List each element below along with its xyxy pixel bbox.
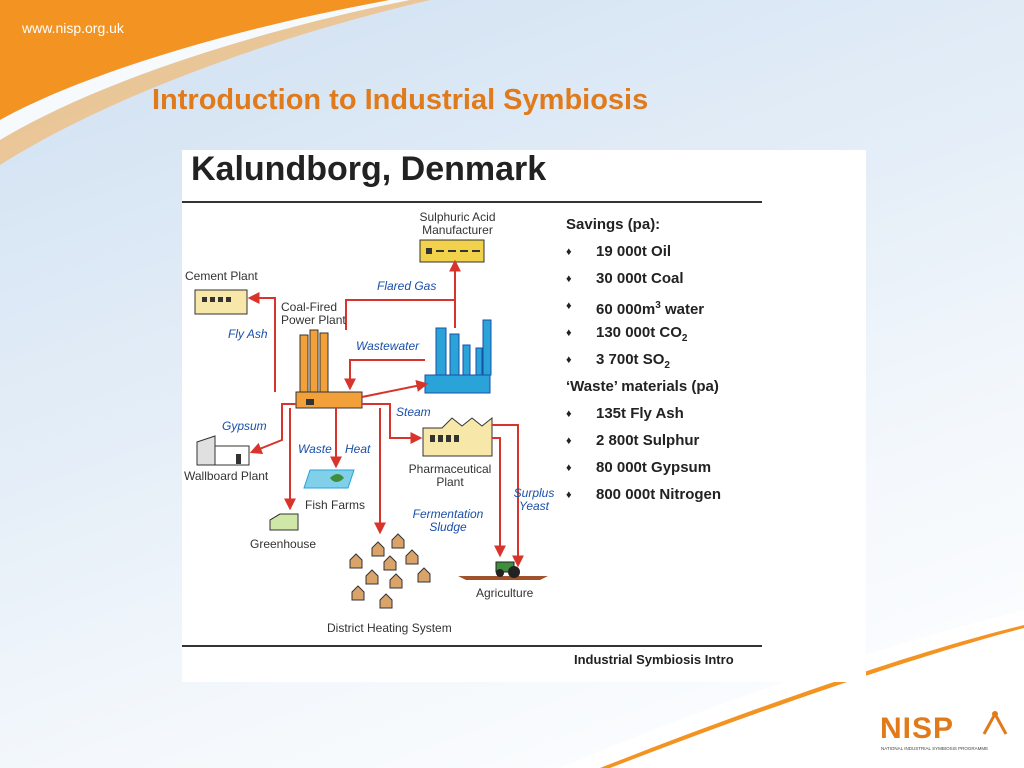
nisp-logo: NISP — [880, 712, 955, 745]
top-left-orange-swoosh — [0, 0, 390, 120]
bullet-icon: ♦ — [566, 273, 572, 285]
arrow-flared-gas-line — [345, 299, 455, 330]
label-cement-plant: Cement Plant — [185, 269, 258, 283]
bullet-icon: ♦ — [566, 246, 572, 258]
flow-gypsum: Gypsum — [222, 419, 267, 433]
arrow-gypsum — [249, 403, 296, 455]
savings-item: ♦130 000t CO2 — [566, 324, 688, 344]
savings-item: ♦60 000m3 water — [566, 296, 766, 323]
bullet-icon: ♦ — [566, 462, 572, 474]
flow-flared-gas: Flared Gas — [377, 279, 437, 293]
waste-item: ♦2 800t Sulphur — [566, 432, 700, 449]
bullet-icon: ♦ — [566, 300, 572, 312]
bullet-icon: ♦ — [566, 435, 572, 447]
bullet-icon: ♦ — [566, 327, 572, 339]
sulphuric-acid-icon — [419, 239, 485, 263]
savings-item: ♦30 000t Coal — [566, 270, 684, 287]
bottom-right-white-band — [560, 610, 1024, 768]
arrow-fly-ash — [247, 292, 276, 392]
title-rule — [182, 201, 762, 203]
savings-heading: Savings (pa): — [566, 216, 661, 233]
savings-item: ♦19 000t Oil — [566, 243, 672, 260]
flow-heat: Heat — [345, 442, 371, 456]
arrow-wastewater — [344, 359, 425, 391]
site-url[interactable]: www.nisp.org.uk — [22, 20, 124, 36]
agriculture-icon — [458, 561, 548, 580]
label-district-heating: District Heating System — [327, 621, 452, 635]
label-wallboard-plant: Wallboard Plant — [184, 469, 269, 483]
fish-farms-icon — [303, 469, 355, 489]
diagram-title: Kalundborg, Denmark — [191, 150, 547, 188]
district-heating-houses — [349, 533, 431, 609]
pharmaceutical-plant-icon — [422, 416, 493, 457]
waste-materials-heading: ‘Waste’ materials (pa) — [566, 378, 719, 395]
greenhouse-icon — [269, 513, 299, 531]
arrow-surplus-yeast — [492, 424, 524, 568]
footer-rule — [182, 645, 762, 647]
bullet-icon: ♦ — [566, 489, 572, 501]
wallboard-plant-icon — [196, 435, 250, 466]
footer-note: Industrial Symbiosis Intro — [574, 652, 734, 667]
arrow-steam — [362, 403, 423, 444]
label-agriculture: Agriculture — [476, 586, 534, 600]
savings-column: Savings (pa): ♦19 000t Oil ♦30 000t Coal… — [566, 215, 766, 512]
flow-steam: Steam — [396, 405, 431, 419]
arrow-power-to-refinery — [361, 380, 429, 398]
waste-item: ♦135t Fly Ash — [566, 405, 684, 422]
label-greenhouse: Greenhouse — [250, 537, 317, 551]
power-plant-icon — [295, 329, 363, 409]
flow-waste: Waste — [298, 442, 332, 456]
bullet-icon: ♦ — [566, 354, 572, 366]
refinery-icon — [424, 319, 492, 394]
diagram-panel — [182, 150, 866, 682]
arrow-fermentation-sludge — [492, 437, 506, 558]
waste-item: ♦800 000t Nitrogen — [566, 486, 722, 503]
slide-title: Introduction to Industrial Symbiosis — [152, 84, 649, 116]
bullet-icon: ♦ — [566, 408, 572, 420]
waste-item: ♦80 000t Gypsum — [566, 459, 712, 476]
nisp-logo-mark-icon — [982, 710, 1008, 735]
flow-wastewater: Wastewater — [356, 339, 420, 353]
flow-fly-ash: Fly Ash — [228, 327, 268, 341]
cement-plant-icon — [194, 289, 248, 315]
nisp-logo-subtitle: NATIONAL INDUSTRIAL SYMBIOSIS PROGRAMME — [881, 746, 989, 751]
savings-item: ♦3 700t SO2 — [566, 351, 670, 371]
label-fish-farms: Fish Farms — [305, 498, 365, 512]
bottom-right-orange-line — [600, 625, 1024, 768]
